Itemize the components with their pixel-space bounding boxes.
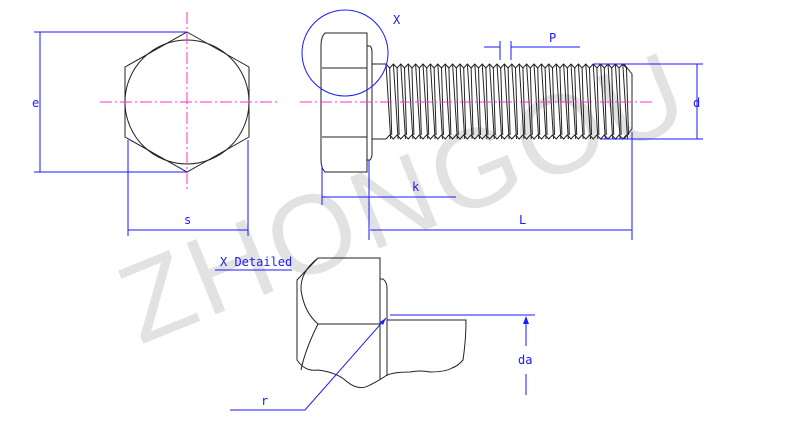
label-da: da [518,353,532,367]
dimension-s: s [127,140,249,236]
dimension-k: k [321,160,456,240]
label-s: s [184,213,191,227]
label-x: X [393,13,401,27]
detail-x-circle [301,9,389,97]
hex-front-view: e s [32,12,280,236]
bolt-side-view: X P d k L [300,9,703,240]
thread-crest-bottom [385,134,627,140]
dimension-d: d [594,63,703,140]
dimension-p: P [484,31,580,60]
detail-x-view: X Detailed da r [215,255,535,411]
label-p: P [549,31,556,45]
bolt-head [320,32,368,173]
label-e: e [32,96,39,110]
detail-title: X Detailed [220,255,292,269]
label-k: k [412,180,420,194]
label-l: L [519,213,526,227]
r-leader-line [230,317,387,411]
dimension-e: e [32,31,187,173]
dimension-l: L [370,132,633,240]
label-d: d [693,96,700,110]
label-r: r [261,394,268,408]
